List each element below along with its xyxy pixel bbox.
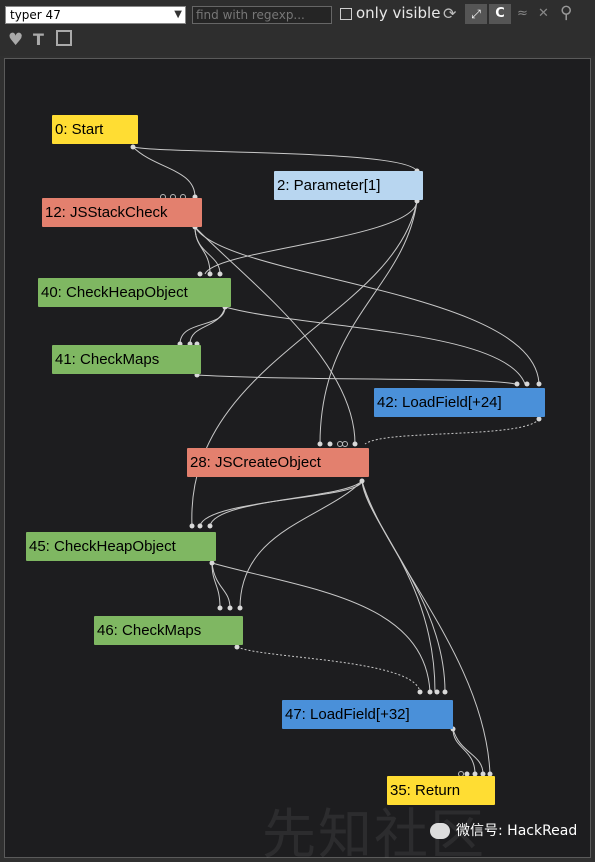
node-js-create-object[interactable]: 28: JSCreateObject [187,448,369,477]
node-load-field-24[interactable]: 42: LoadField[+24] [374,388,545,417]
hide-unselected-icon[interactable]: ≈ [517,6,528,21]
collapse-icon[interactable]: C [489,4,511,24]
wechat-icon [430,823,450,839]
regex-search-placeholder: find with regexp... [196,8,305,22]
save-icon[interactable] [56,30,72,46]
node-label: 2: Parameter[1] [277,177,381,194]
node-check-maps-41[interactable]: 41: CheckMaps [52,345,201,374]
node-label: 12: JSStackCheck [45,204,168,221]
types-icon[interactable]: T [33,30,44,49]
expand-icon[interactable]: ⤢ [465,4,487,24]
phase-select-value: typer 47 [10,8,61,22]
graph-canvas[interactable]: 0: Start 2: Parameter[1] 12: JSStackChec… [4,58,591,858]
only-visible-checkbox[interactable] [340,8,352,20]
node-js-stack-check[interactable]: 12: JSStackCheck [42,198,202,227]
zoom-icon[interactable]: ⚲ [560,3,573,23]
node-parameter[interactable]: 2: Parameter[1] [274,171,423,200]
node-label: 41: CheckMaps [55,351,160,368]
node-label: 40: CheckHeapObject [41,284,188,301]
hide-selected-icon[interactable]: ✕ [538,6,549,21]
node-label: 0: Start [55,121,104,138]
node-label: 35: Return [390,782,461,799]
wechat-badge: 微信号: HackRead [430,820,577,840]
node-label: 28: JSCreateObject [190,454,321,471]
wechat-badge-text: 微信号: HackRead [456,823,578,839]
node-label: 42: LoadField[+24] [377,394,502,411]
node-return[interactable]: 35: Return [387,776,495,805]
node-label: 46: CheckMaps [97,622,202,639]
heart-icon[interactable]: ♥ [8,30,24,50]
refresh-icon[interactable]: ⟳ [443,4,457,23]
phase-select[interactable]: typer 47 ▼ [5,6,186,24]
toolbar: typer 47 ▼ find with regexp... only visi… [0,0,595,56]
node-check-heap-object-45[interactable]: 45: CheckHeapObject [26,532,216,561]
node-label: 45: CheckHeapObject [29,538,176,555]
graph-edges [130,144,542,777]
node-label: 47: LoadField[+32] [285,706,410,723]
node-check-heap-object-40[interactable]: 40: CheckHeapObject [38,278,231,307]
node-check-maps-46[interactable]: 46: CheckMaps [94,616,243,645]
node-load-field-32[interactable]: 47: LoadField[+32] [282,700,453,729]
only-visible-label: only visible [356,4,441,22]
chevron-down-icon: ▼ [174,9,182,20]
regex-search-input[interactable]: find with regexp... [192,6,332,24]
node-start[interactable]: 0: Start [52,115,138,144]
